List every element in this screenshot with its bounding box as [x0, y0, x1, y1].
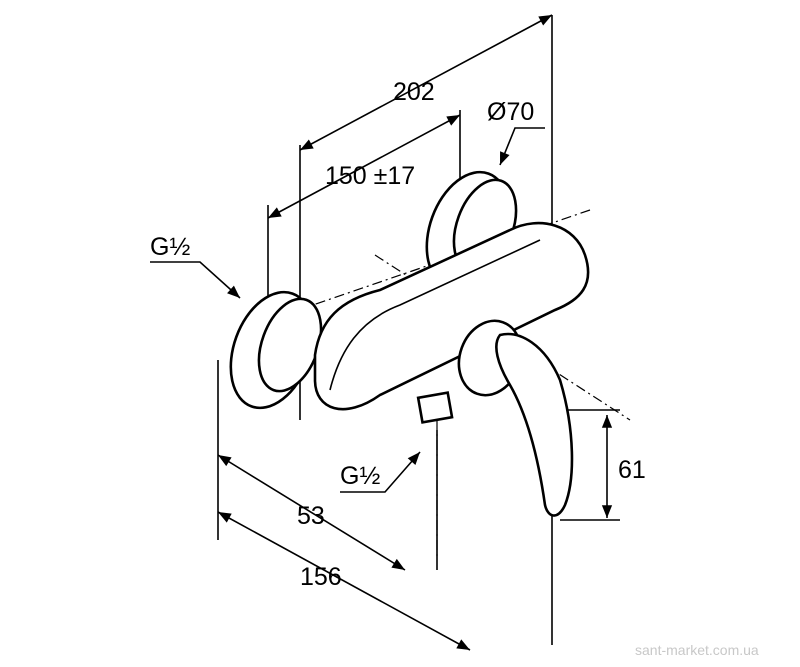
- outlet-thread: [416, 391, 454, 424]
- dim-61: 61: [618, 456, 646, 484]
- mixer-body: [313, 221, 590, 411]
- watermark: sant-market.com.ua: [635, 642, 759, 658]
- lever-handle: [495, 332, 574, 517]
- dimension-lines: [150, 14, 613, 651]
- dim-150: 150 ±17: [325, 162, 415, 190]
- label-outlet-thread: G½: [340, 462, 380, 490]
- faucet-body: [229, 170, 590, 517]
- dim-202: 202: [393, 78, 435, 106]
- dim-156: 156: [300, 563, 342, 591]
- dim-diameter: Ø70: [487, 98, 534, 126]
- dim-53: 53: [297, 502, 325, 530]
- label-inlet-thread: G½: [150, 233, 190, 261]
